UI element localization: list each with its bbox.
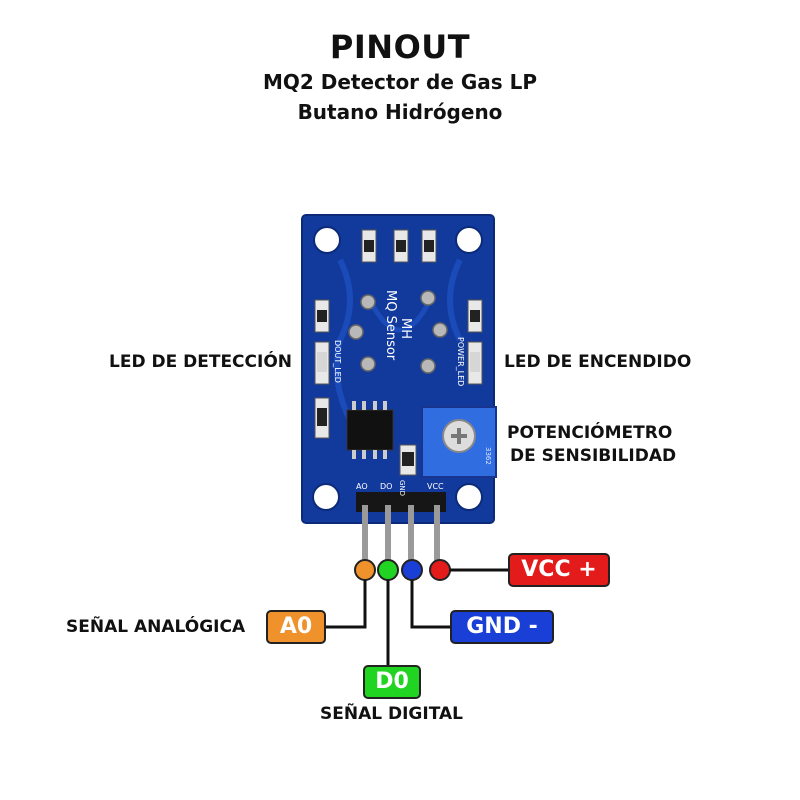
silkscreen-vcc: VCC <box>427 482 444 491</box>
ic-chip <box>346 401 394 459</box>
silkscreen-name: MQ Sensor <box>383 290 398 361</box>
label-led-detection: LED DE DETECCIÓN <box>109 352 293 372</box>
pin-label-gnd: GND - <box>450 610 554 644</box>
pin-label-d0: D0 <box>363 665 421 699</box>
silkscreen-ao: AO <box>356 482 368 491</box>
potentiometer <box>421 406 497 478</box>
silkscreen-do: DO <box>380 482 392 491</box>
silkscreen-brand: MH <box>398 318 413 339</box>
silkscreen-power-led: POWER_LED <box>456 337 465 386</box>
silkscreen-gnd: GND <box>398 480 406 496</box>
top-resistors <box>361 229 437 263</box>
connector-lines <box>322 568 508 667</box>
sensor-solder-pads <box>348 290 448 374</box>
label-pot-line2: DE SENSIBILIDAD <box>510 446 677 466</box>
pin-dot-vcc <box>429 559 451 581</box>
pin-dot-gnd <box>401 559 423 581</box>
page-title: PINOUT <box>329 28 471 66</box>
subtitle-line-1: MQ2 Detector de Gas LP <box>262 70 538 94</box>
label-digital-signal: SEÑAL DIGITAL <box>320 704 463 724</box>
label-led-power: LED DE ENCENDIDO <box>504 352 692 372</box>
header-pins <box>356 492 446 561</box>
silkscreen-dout-led: DOUT_LED <box>333 340 342 383</box>
pin-dot-d0 <box>377 559 399 581</box>
pin-label-vcc: VCC + <box>508 553 610 587</box>
mounting-hole-tl <box>313 226 341 254</box>
mounting-hole-br <box>455 483 483 511</box>
label-analog-signal: SEÑAL ANALÓGICA <box>66 617 246 637</box>
mounting-hole-bl <box>312 483 340 511</box>
side-components <box>314 299 483 439</box>
pin-label-a0: A0 <box>266 610 326 644</box>
mounting-hole-tr <box>455 226 483 254</box>
label-pot-line1: POTENCIÓMETRO <box>507 423 673 443</box>
pin-dot-a0 <box>354 559 376 581</box>
pot-code: 3362 <box>484 447 492 465</box>
subtitle-line-2: Butano Hidrógeno <box>297 100 503 124</box>
